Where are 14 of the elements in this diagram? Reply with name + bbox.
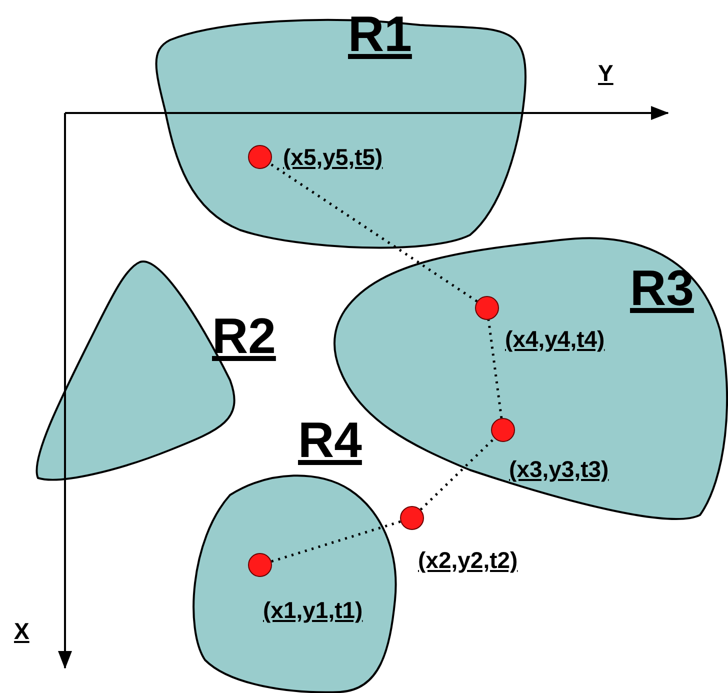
point-label: (x1,y1,t1) xyxy=(263,597,363,623)
point-marker xyxy=(400,506,424,530)
region-label: R2 xyxy=(212,310,276,362)
axis-label: Y xyxy=(598,60,614,86)
dotted-line xyxy=(487,320,503,418)
region-label: R3 xyxy=(630,262,694,314)
dotted-line xyxy=(269,162,478,302)
point-label: (x2,y2,t2) xyxy=(418,547,518,573)
dotted-line xyxy=(420,437,496,511)
point-label: (x5,y5,t5) xyxy=(283,144,383,170)
point-label: (x4,y4,t4) xyxy=(505,326,605,352)
region-label: R4 xyxy=(298,414,362,466)
point-label: (x3,y3,t3) xyxy=(509,456,609,482)
axis-label: X xyxy=(14,618,30,644)
